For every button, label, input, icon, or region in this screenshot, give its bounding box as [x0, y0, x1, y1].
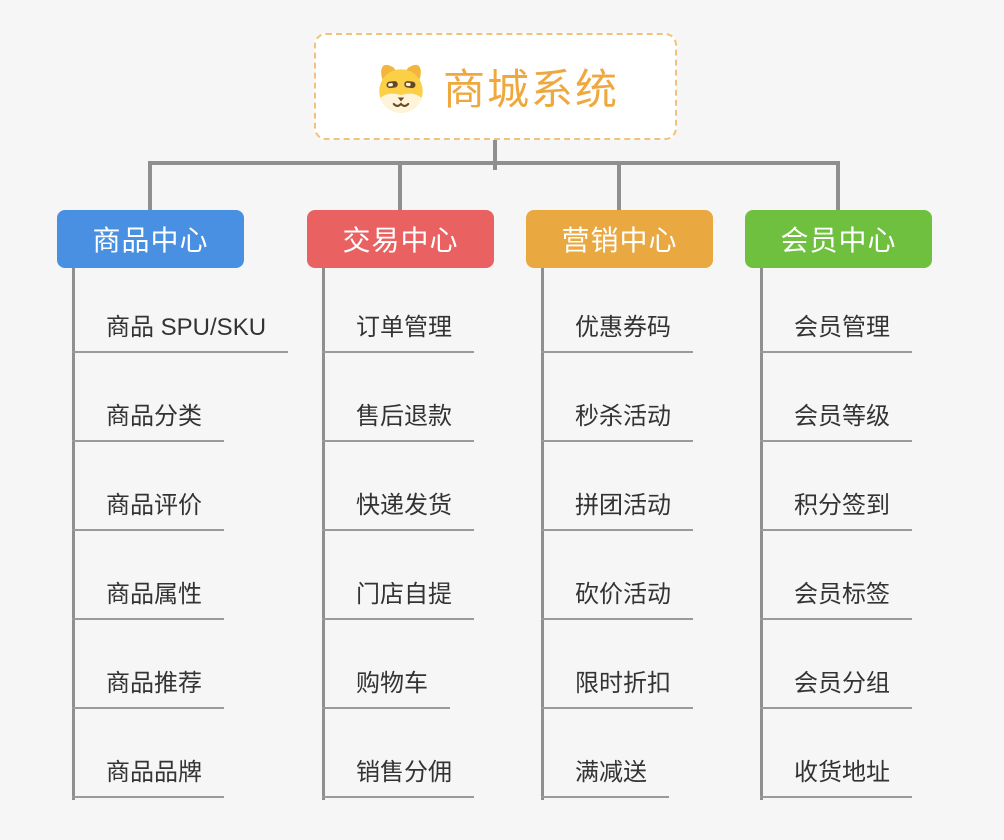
leaf-node: 限时折扣: [541, 620, 693, 709]
branch-node-product-center[interactable]: 商品中心: [57, 210, 244, 268]
root-node[interactable]: 商城系统: [314, 33, 677, 140]
leaf-node: 会员分组: [760, 620, 912, 709]
leaf-label[interactable]: 快递发货: [322, 485, 474, 531]
leaf-label[interactable]: 购物车: [322, 663, 450, 709]
leaf-node: 商品 SPU/SKU: [72, 264, 289, 353]
leaf-node: 秒杀活动: [541, 353, 693, 442]
leaf-node: 商品品牌: [72, 709, 288, 798]
branch-spine: [760, 268, 763, 800]
branch-connector-drop: [836, 161, 840, 210]
leaf-column-trade-center: 订单管理 售后退款 快递发货 门店自提 购物车 销售分佣: [322, 264, 474, 798]
leaf-label[interactable]: 拼团活动: [541, 485, 693, 531]
leaf-label[interactable]: 商品属性: [72, 574, 224, 620]
leaf-node: 收货地址: [760, 709, 912, 798]
branch-node-member-center[interactable]: 会员中心: [745, 210, 932, 268]
branch-connector-drop: [617, 161, 621, 210]
leaf-label[interactable]: 商品推荐: [72, 663, 224, 709]
leaf-node: 销售分佣: [322, 709, 474, 798]
branch-node-marketing-center[interactable]: 营销中心: [526, 210, 713, 268]
leaf-label[interactable]: 会员等级: [760, 396, 912, 442]
leaf-node: 拼团活动: [541, 442, 693, 531]
leaf-node: 商品评价: [72, 442, 288, 531]
leaf-node: 购物车: [322, 620, 474, 709]
leaf-label[interactable]: 会员管理: [760, 307, 912, 353]
leaf-label[interactable]: 砍价活动: [541, 574, 693, 620]
root-connector-stub: [493, 140, 497, 170]
leaf-label[interactable]: 秒杀活动: [541, 396, 693, 442]
leaf-label[interactable]: 优惠券码: [541, 307, 693, 353]
leaf-label[interactable]: 商品评价: [72, 485, 224, 531]
leaf-node: 快递发货: [322, 442, 474, 531]
leaf-node: 积分签到: [760, 442, 912, 531]
root-title: 商城系统: [442, 66, 619, 113]
branch-connector-drop: [148, 161, 152, 210]
leaf-label[interactable]: 会员标签: [760, 574, 912, 620]
leaf-label[interactable]: 收货地址: [760, 752, 912, 798]
leaf-node: 商品推荐: [72, 620, 288, 709]
leaf-label[interactable]: 门店自提: [322, 574, 474, 620]
leaf-node: 订单管理: [322, 264, 474, 353]
leaf-label[interactable]: 商品分类: [72, 396, 224, 442]
leaf-label[interactable]: 会员分组: [760, 663, 912, 709]
leaf-label[interactable]: 销售分佣: [322, 752, 474, 798]
leaf-label[interactable]: 订单管理: [322, 307, 474, 353]
leaf-node: 门店自提: [322, 531, 474, 620]
branch-spine: [72, 268, 75, 800]
leaf-column-marketing-center: 优惠券码 秒杀活动 拼团活动 砍价活动 限时折扣 满减送: [541, 264, 693, 798]
leaf-label[interactable]: 满减送: [541, 752, 669, 798]
leaf-node: 会员标签: [760, 531, 912, 620]
leaf-node: 会员等级: [760, 353, 912, 442]
branch-spine: [541, 268, 544, 800]
leaf-label[interactable]: 限时折扣: [541, 663, 693, 709]
leaf-column-product-center: 商品 SPU/SKU 商品分类 商品评价 商品属性 商品推荐 商品品牌: [72, 264, 289, 798]
leaf-label[interactable]: 积分签到: [760, 485, 912, 531]
leaf-label[interactable]: 售后退款: [322, 396, 474, 442]
leaf-node: 售后退款: [322, 353, 474, 442]
leaf-label[interactable]: 商品 SPU/SKU: [72, 307, 289, 353]
leaf-label[interactable]: 商品品牌: [72, 752, 224, 798]
leaf-node: 商品属性: [72, 531, 288, 620]
leaf-node: 砍价活动: [541, 531, 693, 620]
branch-spine: [322, 268, 325, 800]
leaf-node: 优惠券码: [541, 264, 693, 353]
branch-connector-drop: [398, 161, 402, 210]
dog-face-icon: [372, 58, 430, 116]
leaf-node: 满减送: [541, 709, 693, 798]
branch-connector-bar: [148, 161, 840, 165]
leaf-node: 会员管理: [760, 264, 912, 353]
branch-node-trade-center[interactable]: 交易中心: [307, 210, 494, 268]
leaf-node: 商品分类: [72, 353, 288, 442]
leaf-column-member-center: 会员管理 会员等级 积分签到 会员标签 会员分组 收货地址: [760, 264, 912, 798]
